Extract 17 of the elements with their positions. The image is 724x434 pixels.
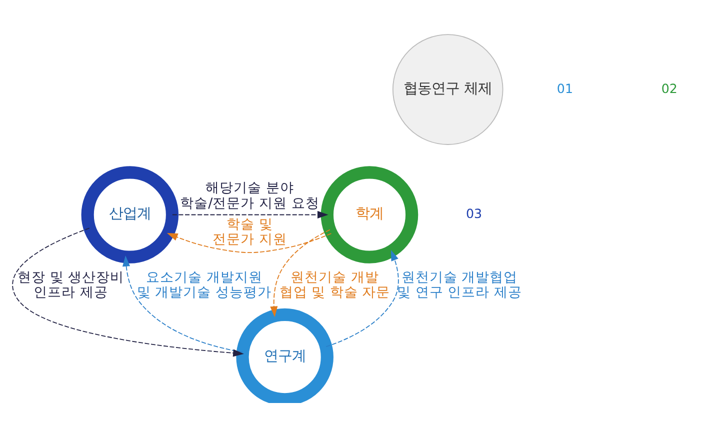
arrow	[172, 210, 328, 219]
label: 01	[556, 80, 573, 96]
arrow	[326, 250, 399, 348]
edge-label: 원천기술 개발협업 및 연구 인프라 제공	[397, 269, 522, 301]
edge-label: 현장 및 생산장비 인프라 제공	[18, 269, 124, 301]
label: 02	[661, 80, 678, 96]
node-circle: 연구계	[236, 308, 334, 403]
arrow	[122, 256, 244, 353]
edge-label: 학술 및 전문가 지원	[212, 216, 287, 248]
edge-label: 해당기술 분야 학술/전문가 지원 요청	[180, 180, 320, 212]
edge-label: 원천기술 개발 협업 및 학술 자문	[279, 269, 390, 301]
arrow	[12, 228, 244, 357]
arrow	[270, 229, 330, 318]
label: 03	[466, 206, 482, 222]
arrow	[166, 233, 332, 254]
node-circle: 협동연구 체제	[392, 34, 504, 145]
edge-label: 요소기술 개발지원 및 개발기술 성능평가	[136, 269, 272, 301]
